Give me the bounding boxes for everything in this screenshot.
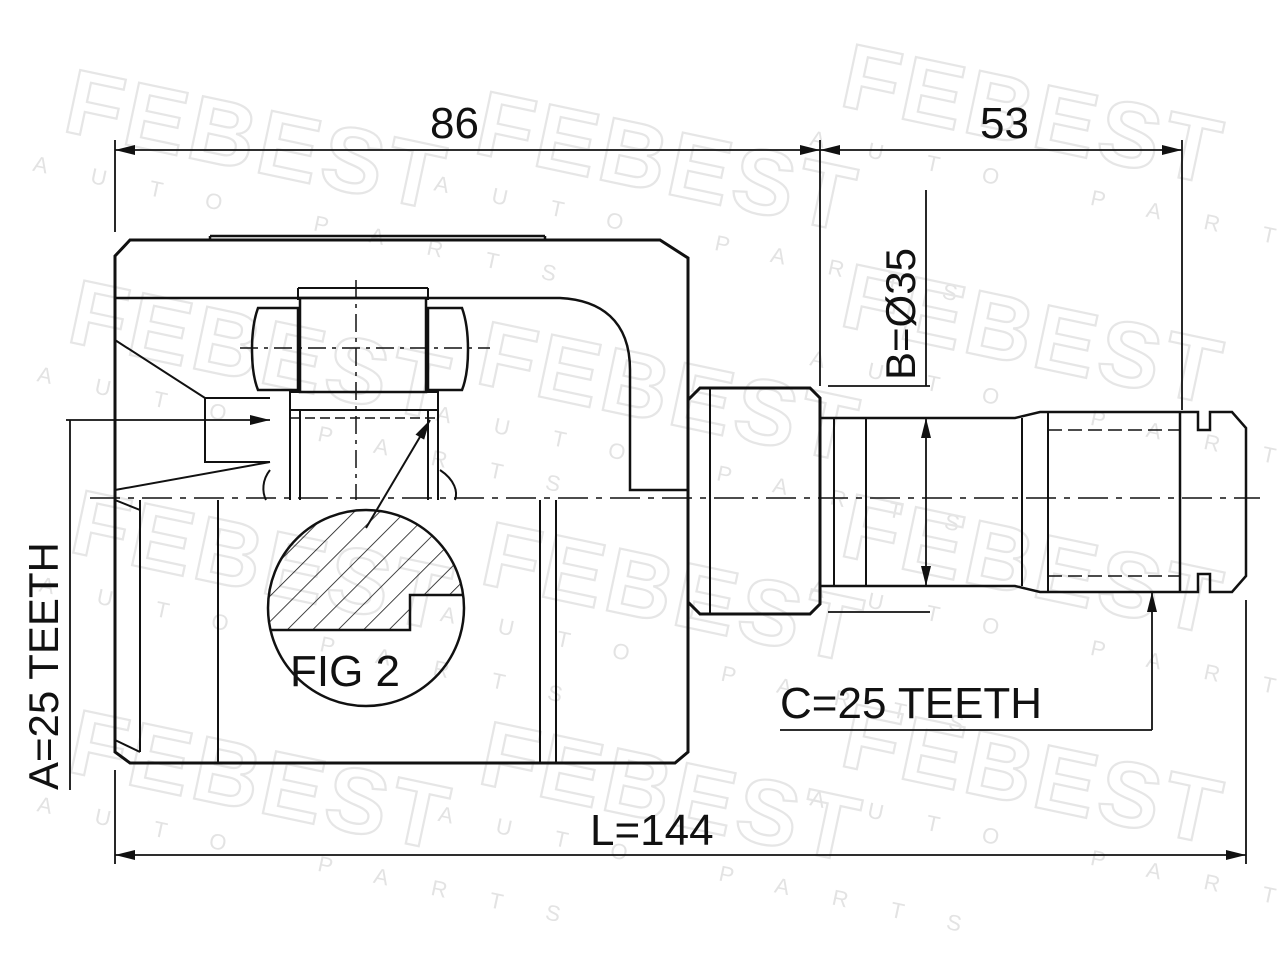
- dim-diameter: B=Ø35: [828, 190, 931, 613]
- dim-total-length: L=144: [114, 600, 1247, 864]
- diameter-value: B=Ø35: [877, 248, 924, 380]
- stub-shaft: [686, 386, 1248, 616]
- dim-shaft-length: 53: [820, 99, 1183, 410]
- fig2-label: FIG 2: [290, 647, 400, 696]
- total-length-value: L=144: [590, 806, 714, 855]
- dim-outer-teeth: C=25 TEETH: [780, 592, 1157, 731]
- dim-housing-length: 86: [114, 99, 821, 386]
- shaft-length-value: 53: [980, 99, 1029, 148]
- dim-inner-teeth: A=25 TEETH: [20, 415, 270, 790]
- fig2-detail: FIG 2: [266, 419, 466, 708]
- outer-teeth-value: C=25 TEETH: [780, 679, 1042, 728]
- housing-length-value: 86: [430, 99, 479, 148]
- inner-teeth-value: A=25 TEETH: [20, 542, 67, 790]
